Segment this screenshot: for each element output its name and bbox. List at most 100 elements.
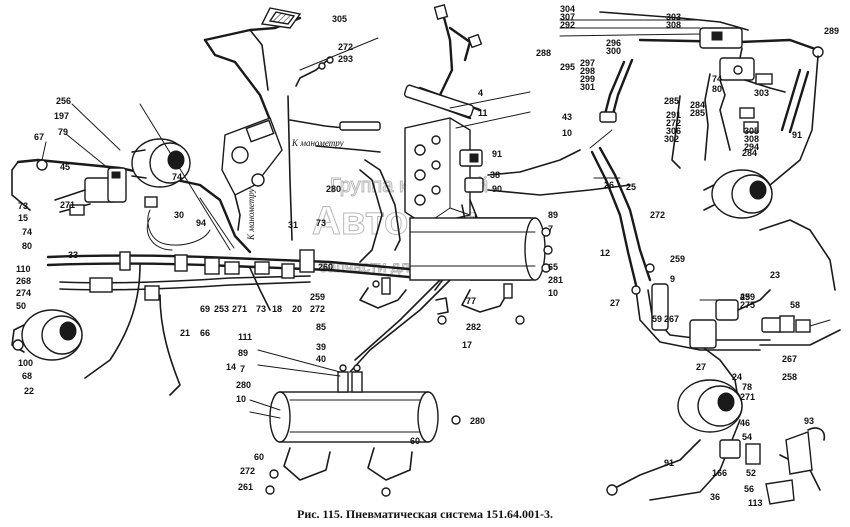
- part-number-label: 31: [288, 220, 298, 230]
- part-number-label: 253: [214, 304, 229, 314]
- part-number-label: 77: [466, 296, 476, 306]
- part-number-label: 73: [256, 304, 266, 314]
- fitting-g: [89, 277, 113, 293]
- part-number-label: 299: [580, 74, 595, 84]
- part-number-label: 7: [548, 224, 553, 234]
- part-number-label: 78: [742, 382, 752, 392]
- part-number-label: 45: [60, 162, 70, 172]
- part-number-label: 85: [316, 322, 326, 332]
- part-number-label: 39: [316, 342, 326, 352]
- part-number-label: 80: [22, 241, 32, 251]
- part-number-label: 30: [174, 210, 184, 220]
- part-number-label: 49: [740, 292, 750, 302]
- part-number-label: 272: [666, 118, 681, 128]
- part-number-label: 281: [548, 275, 563, 285]
- right-upper-brake-chamber: [703, 169, 773, 219]
- part-number-label: 303: [754, 88, 769, 98]
- part-number-label: 297: [580, 58, 595, 68]
- part-number-label: 259: [310, 292, 325, 302]
- part-number-label: 59: [652, 314, 662, 324]
- part-number-label: 65: [548, 262, 558, 272]
- part-number-label: 303: [666, 12, 681, 22]
- part-number-label: 292: [560, 20, 575, 30]
- part-number-label: 259: [740, 292, 755, 302]
- trailer-control-assembly: [599, 11, 824, 186]
- lower-air-receiver: [265, 364, 461, 497]
- central-valve-block: [404, 117, 484, 226]
- part-number-label: 305: [744, 126, 759, 136]
- part-number-label: 60: [410, 436, 420, 446]
- part-number-label: 38: [490, 170, 500, 180]
- right-lower-brake-chamber: [677, 379, 743, 433]
- fitting-h: [144, 285, 160, 301]
- left-lower-brake-chamber: [11, 309, 83, 361]
- part-number-label: 197: [54, 111, 69, 121]
- part-number-label: 10: [236, 394, 246, 404]
- part-number-label: 259: [670, 254, 685, 264]
- part-number-label: 74: [22, 227, 32, 237]
- part-number-label: 50: [16, 301, 26, 311]
- part-number-label: 90: [492, 184, 502, 194]
- note-to-manometer-upper: К манометру: [291, 138, 344, 148]
- left-valve-cluster: [36, 159, 158, 216]
- part-number-label: 304: [560, 4, 575, 14]
- manometer-lines: [287, 56, 381, 241]
- part-number-label: 291: [666, 110, 681, 120]
- part-number-label: 89: [548, 210, 558, 220]
- left-upper-brake-chamber: [131, 138, 191, 188]
- fitting-b: [174, 254, 188, 272]
- part-number-label: 308: [744, 134, 759, 144]
- part-number-label: 54: [742, 432, 752, 442]
- bundle-fittings: [89, 249, 315, 301]
- part-number-label: 93: [804, 416, 814, 426]
- leader-lines: [41, 19, 831, 419]
- part-number-label: 24: [732, 372, 742, 382]
- part-number-label: 296: [606, 38, 621, 48]
- part-number-label: 272: [338, 42, 353, 52]
- part-number-label: 282: [466, 322, 481, 332]
- part-number-label: 306: [666, 126, 681, 136]
- right-valve-cluster: [631, 263, 826, 505]
- part-number-label: 284: [742, 148, 757, 158]
- part-number-label: 272: [650, 210, 665, 220]
- tee-fitting: [299, 249, 315, 273]
- part-number-label: 46: [740, 418, 750, 428]
- part-number-label: 268: [16, 276, 31, 286]
- part-number-label: 18: [272, 304, 282, 314]
- part-number-label: 36: [710, 492, 720, 502]
- part-number-label: 300: [606, 46, 621, 56]
- part-number-label: 4: [478, 88, 483, 98]
- part-number-label: 267: [664, 314, 679, 324]
- part-number-label: 280: [326, 184, 341, 194]
- part-number-label: 21: [180, 328, 190, 338]
- part-number-label: 23: [770, 270, 780, 280]
- note-to-manometer-lower: К манометру: [246, 188, 256, 241]
- part-number-label: 26: [604, 180, 614, 190]
- part-number-label: 271: [232, 304, 247, 314]
- part-number-label: 43: [562, 112, 572, 122]
- part-number-label: 91: [664, 458, 674, 468]
- part-number-label: 89: [238, 348, 248, 358]
- main-air-receiver: [359, 217, 553, 313]
- figure-caption: Рис. 115. Пневматическая система 151.64.…: [296, 507, 553, 521]
- part-number-label: 302: [664, 134, 679, 144]
- part-number-label: 10: [548, 288, 558, 298]
- part-number-label: 271: [740, 392, 755, 402]
- part-number-label: 272: [310, 304, 325, 314]
- part-number-label: 301: [580, 82, 595, 92]
- part-number-label: 261: [238, 482, 253, 492]
- part-number-label: 110: [16, 264, 31, 274]
- part-number-label: 275: [740, 300, 755, 310]
- part-number-label: 15: [18, 213, 28, 223]
- control-lever-assembly: [403, 4, 483, 120]
- part-number-label: 56: [744, 484, 754, 494]
- fitting-d: [224, 261, 240, 275]
- part-number-label: 79: [58, 127, 68, 137]
- part-number-label: 58: [790, 300, 800, 310]
- part-number-label: 52: [746, 468, 756, 478]
- part-number-label: 295: [560, 62, 575, 72]
- part-number-label: 113: [748, 498, 763, 508]
- part-labels: 2561977945677315748027133743011026827450…: [16, 4, 839, 508]
- part-number-label: 73: [316, 218, 326, 228]
